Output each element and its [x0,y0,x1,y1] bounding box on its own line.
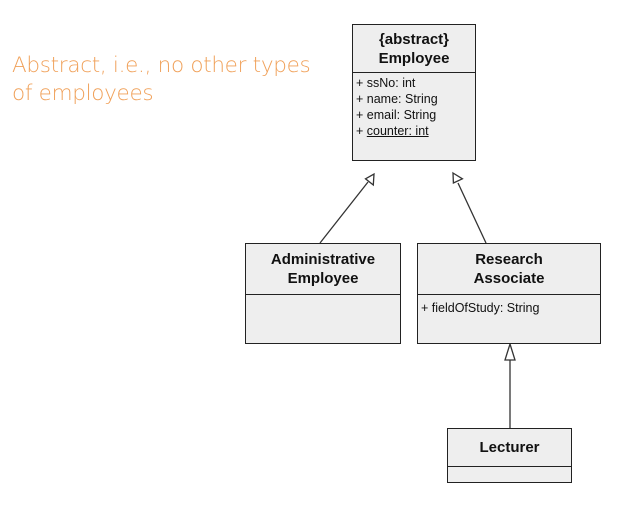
attribute: + fieldOfStudy: String [421,301,540,315]
class-lecturer-header: Lecturer [448,429,571,467]
class-name-line-1: Research [475,251,543,268]
class-employee-attributes: + ssNo: int + name: String + email: Stri… [353,73,475,141]
stereotype-label: {abstract} [378,30,450,48]
class-name-line-2: Associate [473,270,545,287]
static-attribute: counter: int [366,124,429,138]
static-attribute-visibility: + [356,124,367,138]
class-administrative-header: Administrative Employee [246,244,400,295]
class-lecturer-attributes [448,467,571,471]
generalization-arrowhead [452,171,464,185]
annotation-note: Abstract, i.e., no other types of employ… [12,52,311,108]
attribute: + name: String [356,92,438,106]
class-name: Employee [378,49,450,67]
class-lecturer: Lecturer [447,428,572,483]
class-administrative-attributes [246,295,400,299]
edge-administrative-to-employee [319,181,369,244]
generalization-arrowhead [504,341,516,361]
class-name-line-1: Administrative [270,251,376,268]
attribute: + email: String [356,108,437,122]
static-attribute-row: + counter: int [356,123,472,139]
note-line-2: of employees [12,81,154,106]
generalization-arrowhead [364,172,375,187]
class-name-line-2: Employee [287,270,359,287]
note-line-1: Abstract, i.e., no other types [12,53,311,78]
class-name: Lecturer [479,439,540,456]
class-administrative-employee: Administrative Employee [245,243,401,344]
class-employee: {abstract} Employee + ssNo: int + name: … [352,24,476,161]
class-research-attributes: + fieldOfStudy: String [418,295,600,318]
class-research-associate: Research Associate + fieldOfStudy: Strin… [417,243,601,344]
attribute: + ssNo: int [356,76,416,90]
class-research-header: Research Associate [418,244,600,295]
class-employee-header: {abstract} Employee [353,25,475,73]
edge-research-to-employee [457,182,487,244]
